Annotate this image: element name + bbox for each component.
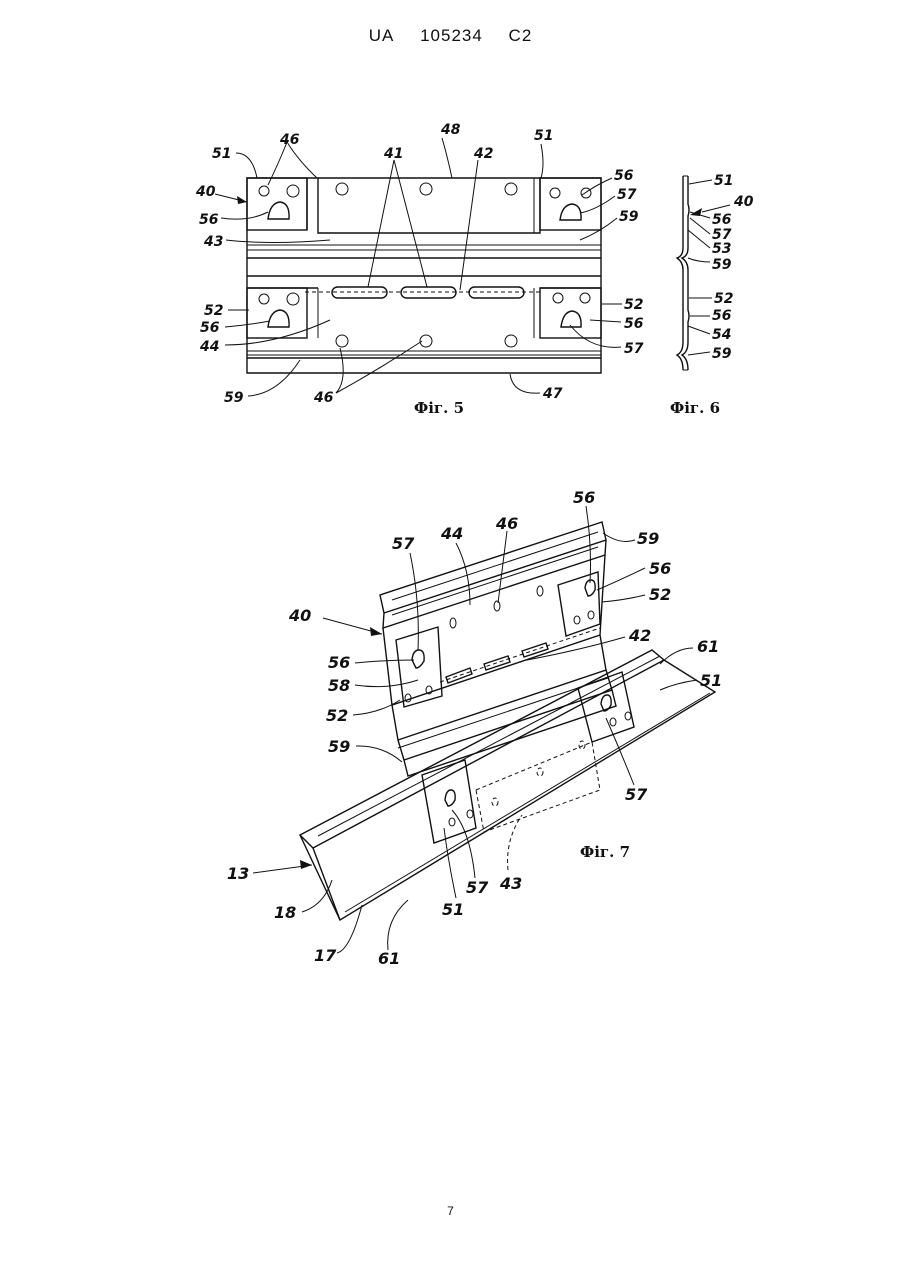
fig6-label-59a: 59 <box>712 257 732 273</box>
fig5-caption: Фіг. 5 <box>414 399 464 417</box>
fig7-label-59a: 59 <box>637 529 659 548</box>
fig7-label-61b: 61 <box>378 949 400 968</box>
fig6-label-51: 51 <box>714 173 733 189</box>
fig7-label-42: 42 <box>628 626 651 645</box>
fig7-label-51a: 51 <box>700 671 722 690</box>
fig6-label-56b: 56 <box>712 308 732 324</box>
fig7-label-56c: 56 <box>328 653 350 672</box>
fig5-label-42: 42 <box>473 146 493 162</box>
fig7-label-56a: 56 <box>573 488 595 507</box>
fig7-label-52a: 52 <box>649 585 671 604</box>
page-number: 7 <box>0 1204 901 1218</box>
fig5-label-56a: 56 <box>199 212 219 228</box>
fig6-caption: Фіг. 6 <box>670 399 720 417</box>
figure-7: 57 44 46 56 59 56 52 40 42 61 56 58 51 5… <box>227 488 722 968</box>
fig5-label-57b: 57 <box>624 341 644 357</box>
fig5-label-59a: 59 <box>619 209 639 225</box>
fig7-label-13: 13 <box>227 864 249 883</box>
fig6-label-52: 52 <box>714 291 733 307</box>
fig5-label-51a: 51 <box>212 146 231 162</box>
fig7-label-46: 46 <box>495 514 518 533</box>
fig5-label-46a: 46 <box>279 132 300 148</box>
fig6-label-54: 54 <box>712 327 731 343</box>
fig7-label-18: 18 <box>274 903 296 922</box>
fig6-label-56a: 56 <box>712 212 732 228</box>
fig5-label-48: 48 <box>440 122 461 138</box>
fig6-label-40: 40 <box>733 194 754 210</box>
fig5-label-52b: 52 <box>624 297 643 313</box>
fig5-label-47: 47 <box>542 386 563 402</box>
fig6-label-53: 53 <box>712 241 731 257</box>
fig7-label-57b: 57 <box>625 785 648 804</box>
fig5-label-44: 44 <box>199 339 219 355</box>
fig7-label-52b: 52 <box>326 706 348 725</box>
fig7-label-40: 40 <box>288 606 311 625</box>
fig7-label-57c: 57 <box>466 878 489 897</box>
fig5-label-56b: 56 <box>614 168 634 184</box>
fig5-label-46b: 46 <box>313 390 334 406</box>
fig5-label-56c: 56 <box>200 320 220 336</box>
fig6-label-59b: 59 <box>712 346 732 362</box>
fig5-label-57a: 57 <box>617 187 637 203</box>
fig5-label-43: 43 <box>203 234 223 250</box>
fig5-label-56d: 56 <box>624 316 644 332</box>
fig5-label-51b: 51 <box>534 128 553 144</box>
fig7-label-58: 58 <box>328 676 350 695</box>
figure-6: 51 40 56 57 53 59 52 56 54 59 Фіг. 6 <box>670 173 754 417</box>
fig7-label-59b: 59 <box>328 737 350 756</box>
fig7-label-57a: 57 <box>392 534 415 553</box>
fig5-label-59b: 59 <box>224 390 244 406</box>
fig7-label-17: 17 <box>314 946 337 965</box>
fig7-label-43: 43 <box>499 874 522 893</box>
fig5-label-40: 40 <box>195 184 216 200</box>
fig5-label-41: 41 <box>383 146 403 162</box>
fig7-label-56b: 56 <box>649 559 671 578</box>
fig5-label-52a: 52 <box>204 303 223 319</box>
fig7-caption: Фіг. 7 <box>580 843 630 861</box>
fig7-label-44: 44 <box>440 524 463 543</box>
fig7-label-61a: 61 <box>697 637 719 656</box>
fig7-label-51b: 51 <box>442 900 464 919</box>
figure-5: 51 46 48 41 42 51 40 56 43 56 57 59 52 5… <box>195 122 644 417</box>
